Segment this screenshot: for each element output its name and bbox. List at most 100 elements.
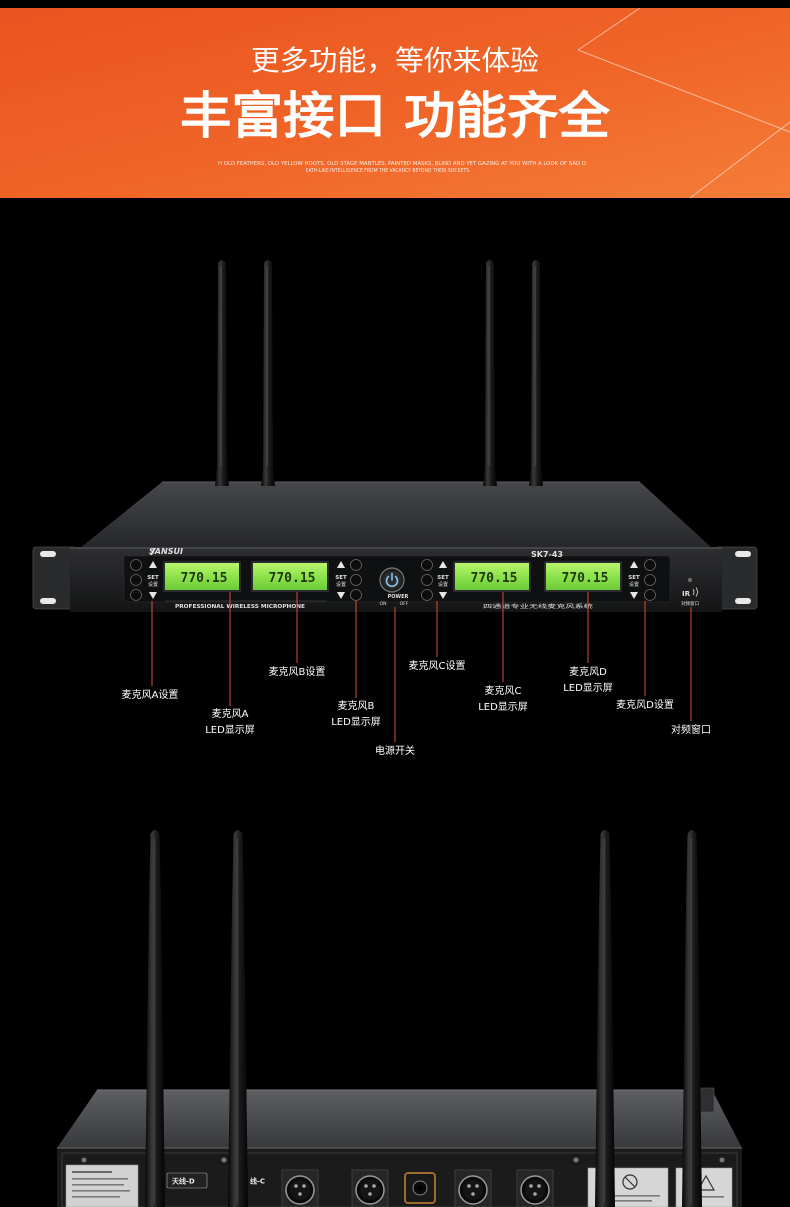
mic-d-lcd: 770.15 — [544, 561, 622, 592]
ir-label: IR — [682, 590, 691, 598]
ir-sensor — [687, 577, 693, 583]
mic-d-button-up — [644, 559, 656, 571]
banner: 更多功能，等你来体验 丰富接口 功能齐全 H OLD FEATHERS, OLD… — [0, 0, 790, 199]
front-antennas — [215, 260, 543, 486]
banner-title: 丰富接口 功能齐全 — [180, 87, 611, 145]
rear-top-surface — [57, 1090, 742, 1148]
mic-b-button-down — [350, 589, 362, 601]
mic-a-button-down — [130, 589, 142, 601]
xlr-output-1 — [281, 1169, 319, 1207]
arrow-up-icon — [149, 561, 157, 568]
lcd-frequency: 770.15 — [562, 571, 609, 586]
callout-mic-c-lcd-1: 麦克风C — [485, 685, 522, 697]
mic-a-set-label: SET — [147, 575, 159, 581]
callout-mic-b-lcd-2: LED显示屏 — [331, 716, 381, 728]
rack-slot — [735, 598, 751, 604]
arrow-up-icon — [439, 561, 447, 568]
antenna-1 — [215, 260, 229, 486]
antenna-c-label: 线-C — [250, 1177, 265, 1186]
mic-c-set-label-cn: 设置 — [438, 581, 448, 588]
mic-b-lcd: 770.15 — [251, 561, 329, 592]
callout-mic-d-set: 麦克风D设置 — [616, 699, 674, 711]
mic-b-set-label: SET — [335, 575, 347, 581]
top-black-strip — [0, 0, 790, 8]
xlr-output-2 — [351, 1169, 389, 1207]
banner-fine-print-2: EATH-LIKE INTELLIGENCE FROM THE VACANCY … — [306, 168, 471, 174]
panel-caption: PROFESSIONAL WIRELESS MICROPHONE — [175, 604, 306, 610]
xlr-output-4 — [516, 1169, 554, 1207]
power-off-label: OFF — [400, 601, 409, 607]
power-label: POWER — [388, 594, 409, 600]
rear-antenna-3 — [595, 830, 615, 1207]
jack-output — [404, 1172, 436, 1204]
panel-caption-cn: 四通道专业无线麦克风系统 — [483, 603, 593, 610]
callout-power-switch: 电源开关 — [375, 744, 415, 757]
power-switch: POWER ON OFF — [379, 567, 409, 607]
front-receiver: SANSUI SK7-43 SET 设置 770.15 770.15 SE — [32, 260, 758, 612]
rear-antenna-4-highlight — [690, 838, 693, 1203]
rear-receiver: 天线-D 线-C — [57, 830, 742, 1207]
mic-a-controls: SET 设置 — [130, 559, 159, 601]
no-symbol-icon — [622, 1174, 638, 1190]
mic-c-button-up — [421, 559, 433, 571]
brand-logo-mark — [150, 548, 156, 555]
callout-mic-b-lcd-1: 麦克风B — [338, 700, 375, 712]
lcd-screen — [165, 563, 239, 590]
mic-a-button-set — [130, 574, 142, 586]
rear-antenna-1-highlight — [153, 838, 156, 1203]
arrow-down-icon — [337, 592, 345, 599]
mic-c-controls: SET 设置 — [421, 559, 449, 601]
receiver-top-surface — [80, 482, 712, 548]
callouts: 麦克风A设置 麦克风A LED显示屏 麦克风B设置 麦克风B LED显示屏 电源… — [122, 592, 711, 757]
arrow-down-icon — [439, 592, 447, 599]
lcd-frequency: 770.15 — [471, 571, 518, 586]
rear-panel-frame — [61, 1152, 738, 1207]
lcd-screen — [546, 563, 620, 590]
lcd-screen — [455, 563, 529, 590]
antenna-d-port-label: 天线-D — [166, 1172, 208, 1189]
rear-spec-sticker — [65, 1164, 139, 1207]
callout-mic-c-lcd-2: LED显示屏 — [478, 701, 528, 713]
mic-b-set-label-cn: 设置 — [336, 581, 346, 588]
rear-antennas — [145, 830, 702, 1207]
callout-mic-b-set: 麦克风B设置 — [269, 666, 326, 678]
power-icon — [385, 572, 399, 588]
callout-mic-d-lcd-1: 麦克风D — [569, 666, 607, 678]
mic-a-button-up — [130, 559, 142, 571]
arrow-up-icon — [337, 561, 345, 568]
power-on-label: ON — [380, 601, 387, 607]
rack-slot — [40, 551, 56, 557]
mic-b-button-set — [350, 574, 362, 586]
antenna-3-highlight — [488, 266, 490, 466]
rear-antenna-2 — [228, 830, 248, 1207]
lcd-frequency: 770.15 — [181, 571, 228, 586]
lcd-screen — [253, 563, 327, 590]
antenna-2 — [261, 260, 275, 486]
antenna-d-label: 天线-D — [172, 1177, 195, 1186]
rear-antenna-3-highlight — [603, 838, 606, 1203]
callout-mic-a-lcd-1: 麦克风A — [212, 708, 249, 720]
callout-mic-c-set: 麦克风C设置 — [409, 660, 466, 672]
rear-screws — [81, 1157, 725, 1163]
mic-c-lcd: 770.15 — [453, 561, 531, 592]
arrow-up-icon — [630, 561, 638, 568]
ir-icon — [692, 587, 698, 597]
mic-c-button-down — [421, 589, 433, 601]
rack-slot — [40, 598, 56, 604]
antenna-4 — [529, 260, 543, 486]
mic-a-lcd: 770.15 — [163, 561, 241, 592]
banner-subtitle: 更多功能，等你来体验 — [251, 44, 539, 77]
lcd-frequency: 770.15 — [269, 571, 316, 586]
banner-decor-lines — [577, 7, 790, 199]
mic-d-button-set — [644, 574, 656, 586]
rack-slot — [735, 551, 751, 557]
model-label: SK7-43 — [531, 550, 563, 559]
mic-d-set-label: SET — [628, 575, 640, 581]
arrow-down-icon — [149, 592, 157, 599]
rear-antenna-4 — [682, 830, 702, 1207]
mic-d-set-label-cn: 设置 — [629, 581, 639, 588]
mic-c-button-set — [421, 574, 433, 586]
mic-d-button-down — [644, 589, 656, 601]
antenna-4-highlight — [534, 266, 536, 466]
